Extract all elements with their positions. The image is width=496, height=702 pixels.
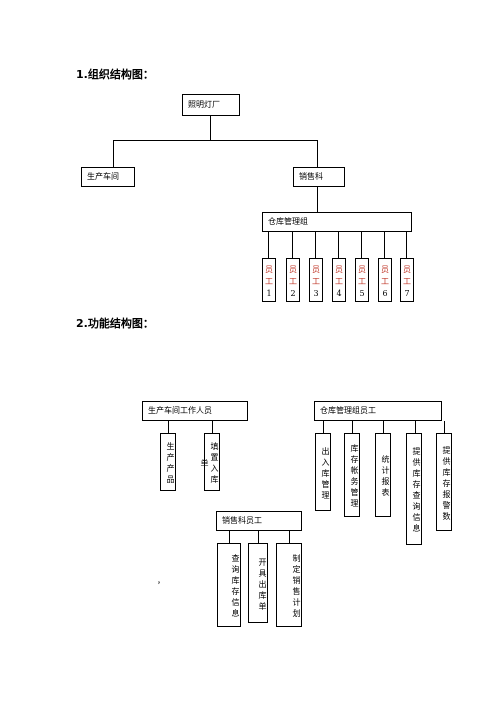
employee-number: 6 (382, 289, 388, 298)
connector (113, 140, 114, 167)
connector (289, 531, 290, 543)
employee-number: 2 (290, 289, 296, 298)
connector (444, 421, 445, 433)
connector (384, 232, 385, 258)
employee-char: 员 (312, 265, 320, 274)
node-factory: 照明灯厂 (182, 94, 240, 116)
node-employee-3: 员 工 3 (309, 258, 323, 302)
node-sales-staff: 销售科员工 (216, 511, 302, 531)
node-employee-2: 员 工 2 (286, 258, 300, 302)
employee-number: 5 (359, 289, 365, 298)
node-production-workshop: 生产车间 (81, 167, 135, 187)
connector (338, 232, 339, 258)
connector (212, 421, 213, 433)
node-fill-storage-form: 填置入库单 (200, 433, 220, 491)
node-employee-1: 员 工 1 (262, 258, 276, 302)
node-warehouse-staff: 仓库管理组员工 (314, 401, 442, 421)
node-sales-plan: 制定销售计划 (276, 543, 302, 627)
employee-char: 工 (312, 277, 320, 286)
connector (229, 531, 230, 543)
connector (210, 116, 211, 140)
employee-char: 工 (381, 277, 389, 286)
node-sales-dept: 销售科 (293, 167, 345, 187)
employee-number: 3 (313, 289, 319, 298)
node-employee-5: 员 工 5 (355, 258, 369, 302)
employee-char: 员 (358, 265, 366, 274)
node-in-out-management: 出入库管理 (315, 433, 331, 511)
connector (323, 421, 324, 433)
org-chart-heading: 1.组织结构图： (76, 68, 154, 81)
employee-number: 7 (404, 289, 410, 298)
connector (361, 232, 362, 258)
node-employee-6: 员 工 6 (378, 258, 392, 302)
node-statistics-report: 统计报表 (375, 433, 391, 517)
stray-mark: ， (157, 576, 165, 585)
connector (292, 232, 293, 258)
node-query-inventory-info: 查询库存信息 (217, 543, 241, 627)
connector (383, 421, 384, 433)
function-chart-heading: 2.功能结构图： (76, 317, 154, 330)
employee-char: 工 (335, 277, 343, 286)
node-inventory-alarm: 提供库存报警数 (436, 433, 452, 531)
employee-char: 员 (265, 265, 273, 274)
connector (317, 187, 318, 212)
node-warehouse-group: 仓库管理组 (262, 212, 412, 232)
connector (406, 232, 407, 258)
connector (268, 232, 269, 258)
connector (415, 421, 416, 433)
employee-char: 工 (403, 277, 411, 286)
employee-char: 员 (289, 265, 297, 274)
employee-char: 工 (265, 277, 273, 286)
employee-char: 员 (335, 265, 343, 274)
node-employee-7: 员 工 7 (400, 258, 414, 302)
employee-number: 1 (266, 289, 272, 298)
connector (113, 140, 318, 141)
connector (352, 421, 353, 433)
node-inventory-accounts: 库存帐务管理 (344, 433, 360, 517)
connector (317, 140, 318, 167)
connector (168, 421, 169, 433)
node-production-staff: 生产车间工作人员 (142, 401, 248, 421)
node-produce-products: 生产产品 (160, 433, 176, 491)
node-inventory-query-info: 提供库存查询信息 (406, 433, 422, 545)
employee-char: 工 (358, 277, 366, 286)
employee-char: 员 (403, 265, 411, 274)
connector (258, 531, 259, 543)
connector (315, 232, 316, 258)
node-issue-outbound-form: 开具出库单 (248, 543, 268, 623)
node-employee-4: 员 工 4 (332, 258, 346, 302)
employee-char: 工 (289, 277, 297, 286)
employee-number: 4 (336, 289, 342, 298)
employee-char: 员 (381, 265, 389, 274)
